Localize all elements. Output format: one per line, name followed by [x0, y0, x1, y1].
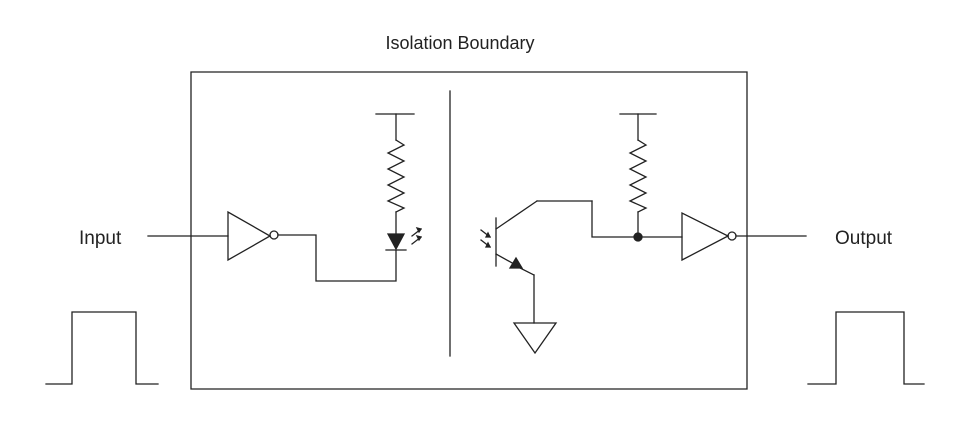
input-pulse-waveform	[46, 312, 158, 384]
pullup-resistor-right	[620, 114, 656, 237]
isolation-box	[191, 72, 747, 389]
output-pulse-waveform	[808, 312, 924, 384]
collector-wire	[592, 201, 638, 237]
led-drive-wire	[278, 235, 396, 281]
pullup-resistor-left	[376, 114, 414, 234]
ground	[514, 323, 556, 353]
input-inverter	[228, 212, 279, 260]
output-inverter	[682, 213, 737, 260]
phototransistor	[481, 201, 592, 323]
isolation-boundary-title: Isolation Boundary	[385, 33, 535, 53]
output-label: Output	[835, 228, 893, 249]
input-label: Input	[79, 228, 122, 249]
led	[386, 228, 421, 250]
